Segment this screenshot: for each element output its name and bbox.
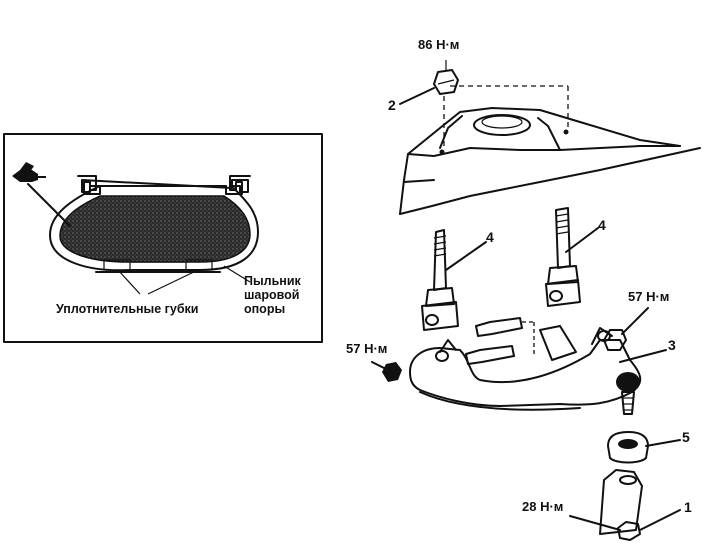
callout-4-left: 4 [486,229,494,245]
inset-boot-section [3,133,323,343]
stud-guide-lines [443,85,569,150]
top-nut [399,60,459,105]
seal-lips [95,259,221,273]
steering-knuckle [599,469,643,535]
arm-3-leader [619,349,667,363]
grease-gun-icon [12,162,46,182]
nut-2-leader [399,87,435,105]
callout-2: 2 [388,97,396,113]
inset-frame [3,133,323,343]
boot-top-rim [77,175,251,195]
stud-4-right-leader [565,227,599,253]
mounting-bolts [465,317,535,365]
torque-left-arm-nut: 57 Н·м [346,341,388,356]
seal-lips-label: Уплотнительные губки [56,302,199,316]
ball-joint-boot [607,431,681,464]
boot-label-line-1: Пыльник [244,274,301,288]
callout-5: 5 [682,429,690,445]
torque-right-arm-nut: 57 Н·м [628,289,670,304]
strut-tower-panel [399,107,701,215]
boot-label-line-2: шаровой [244,288,300,302]
seal-leader-left [117,269,141,295]
torque-top-nut: 86 Н·м [418,37,460,52]
boot-leader [223,265,251,283]
seal-leader-right [147,269,199,295]
grease-fill [59,195,251,263]
castle-nut [569,509,681,541]
callout-3: 3 [668,337,676,353]
callout-4-right: 4 [598,217,606,233]
boot-label-line-3: опоры [244,302,286,316]
right-arm-nut [603,307,649,351]
grease-leader [27,183,71,227]
ball-joint-stud-right [545,207,581,307]
torque-bottom-nut: 28 Н·м [522,499,564,514]
callout-1: 1 [684,499,692,515]
ball-joint-stud-left [421,229,459,331]
stud-4-left-leader [445,241,487,271]
lower-ball-joint [616,372,640,415]
left-arm-nut [371,361,402,382]
